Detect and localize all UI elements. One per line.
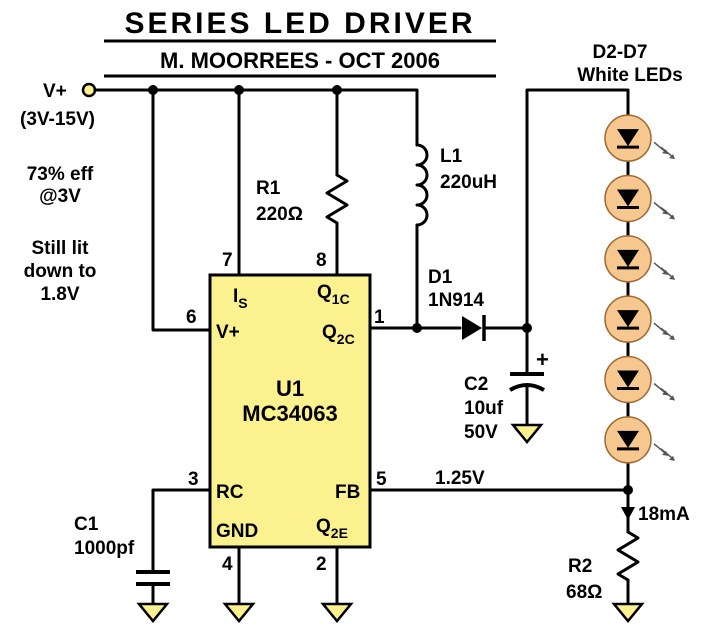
c2-value: 10uf	[464, 398, 504, 419]
light-arrow-icon	[662, 330, 668, 336]
led-string-label: D2-D7	[593, 42, 648, 63]
r1-name: R1	[256, 178, 281, 199]
pin-rc-label: RC	[216, 482, 244, 503]
pin-number-5: 5	[376, 469, 387, 490]
c1-name: C1	[74, 514, 99, 535]
u1-chip	[208, 273, 372, 549]
light-arrow-icon	[669, 154, 675, 160]
light-arrow-icon	[669, 395, 675, 401]
pin-is-label: IS	[233, 286, 248, 311]
c2-voltage: 50V	[464, 422, 498, 443]
pin-q1c-label: Q1C	[317, 282, 350, 307]
led-string-type: White LEDs	[577, 65, 683, 86]
light-arrow-icon	[669, 335, 675, 341]
diagram-title: SERIES LED DRIVER	[124, 7, 475, 40]
pin-vplus-label: V+	[216, 322, 240, 343]
light-arrow-icon	[662, 390, 668, 396]
ground-symbol	[222, 602, 256, 623]
light-arrow-icon	[669, 455, 675, 461]
supply-terminal	[81, 82, 97, 98]
pin-number-3: 3	[188, 469, 199, 490]
supply-range: (3V-15V)	[20, 109, 95, 130]
light-arrow-icon	[669, 274, 675, 280]
supply-rail	[93, 88, 419, 147]
light-ray-icon	[660, 206, 674, 219]
l1-name: L1	[440, 146, 463, 167]
ground-symbol	[510, 423, 544, 444]
still-lit-voltage: 1.8V	[40, 284, 79, 305]
d1-part: 1N914	[428, 290, 484, 311]
u1-name: U1	[276, 376, 304, 401]
pin-q2e-label: Q2E	[316, 516, 348, 541]
led-current: 18mA	[638, 504, 690, 525]
wire-rc	[151, 488, 212, 574]
supply-label: V+	[43, 81, 67, 102]
pin-q2c-label: Q2C	[322, 322, 355, 347]
r1-value: 220Ω	[256, 204, 303, 225]
led-diode-icon	[617, 249, 639, 267]
light-ray-icon	[660, 327, 674, 339]
r2-resistor	[616, 530, 640, 582]
c1-value: 1000pf	[74, 538, 135, 559]
led-diode-icon	[617, 189, 639, 207]
pin-number-8: 8	[316, 250, 327, 271]
pin-number-2: 2	[316, 554, 327, 575]
pin-gnd-label: GND	[216, 521, 258, 542]
led-diode-icon	[617, 129, 639, 147]
light-ray-icon	[660, 387, 674, 400]
pin-number-7: 7	[222, 250, 233, 271]
u1-part: MC34063	[242, 401, 337, 426]
light-arrow-icon	[662, 269, 668, 275]
wire-led-anode-rail	[525, 88, 630, 330]
still-lit-note: Still lit	[32, 238, 90, 259]
feedback-voltage: 1.25V	[435, 468, 485, 489]
light-arrow-icon	[662, 149, 668, 155]
led-diode-icon	[617, 430, 639, 448]
junction-dot	[412, 323, 422, 333]
ground-symbol	[611, 602, 645, 623]
efficiency-condition: @3V	[39, 186, 81, 207]
light-ray-icon	[660, 267, 674, 279]
light-ray-icon	[660, 448, 674, 460]
wire-vplus	[151, 88, 212, 332]
d1-diode	[462, 316, 482, 340]
light-arrow-icon	[662, 450, 668, 456]
pin-fb-label: FB	[335, 482, 360, 503]
d1-name: D1	[428, 267, 453, 288]
led-diode-icon	[617, 370, 639, 388]
l1-inductor	[415, 143, 429, 227]
pin-number-6: 6	[186, 307, 197, 328]
r2-name: R2	[568, 556, 592, 577]
light-ray-icon	[660, 146, 674, 158]
light-arrow-icon	[669, 214, 675, 220]
r1-resistor	[325, 173, 349, 225]
ground-symbol	[320, 602, 354, 623]
c2-name: C2	[464, 374, 488, 395]
c2-polarity: +	[536, 347, 549, 372]
r2-value: 68Ω	[566, 582, 602, 603]
efficiency-note: 73% eff	[27, 164, 94, 185]
led-diode-icon	[617, 310, 639, 328]
led-string	[604, 108, 675, 470]
current-arrow-icon	[621, 507, 635, 520]
ground-symbol	[136, 602, 170, 623]
author-line: M. MOORREES - OCT 2006	[160, 48, 440, 73]
light-arrow-icon	[662, 209, 668, 215]
l1-value: 220uH	[440, 172, 497, 193]
pin-number-1: 1	[374, 307, 385, 328]
still-lit-note-2: down to	[24, 261, 97, 282]
pin-number-4: 4	[222, 554, 233, 575]
